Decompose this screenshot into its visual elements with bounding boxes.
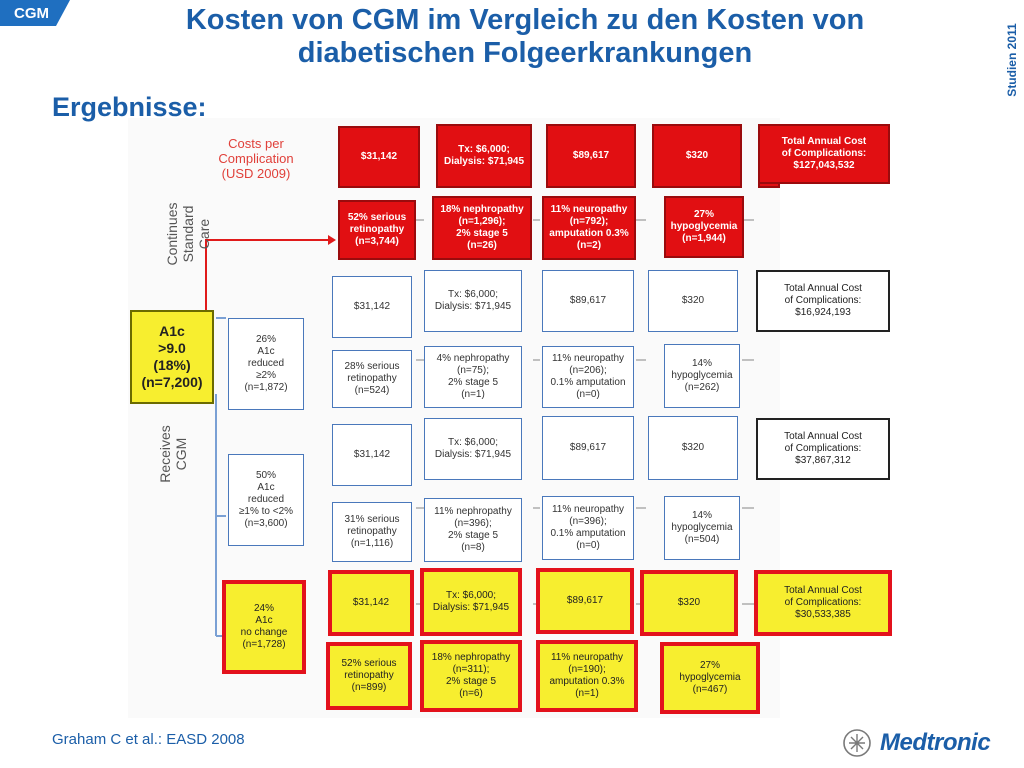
g3-outcome-nephropathy: 18% nephropathy (n=311); 2% stage 5 (n=6… xyxy=(420,640,522,712)
cgm-tag: CGM xyxy=(0,0,70,26)
g3-outcome-neuropathy: 11% neuropathy (n=190); amputation 0.3% … xyxy=(536,640,638,712)
cgm-group-no-change: 24% A1c no change (n=1,728) xyxy=(222,580,306,674)
medtronic-logo: Medtronic xyxy=(840,728,991,758)
cgm-group-reduced-1-2pct: 50% A1c reduced ≥1% to <2% (n=3,600) xyxy=(228,454,304,546)
g3-outcome-retinopathy: 52% serious retinopathy (n=899) xyxy=(326,642,412,710)
g3-cost-nephropathy: Tx: $6,000; Dialysis: $71,945 xyxy=(420,568,522,636)
label-receives-cgm: Receives CGM xyxy=(157,425,189,483)
g1-cost-retinopathy: $31,142 xyxy=(332,276,412,338)
label-standard-care: Continues Standard Care xyxy=(164,202,212,266)
g1-outcome-hypoglycemia: 14% hypoglycemia (n=262) xyxy=(664,344,740,408)
g2-outcome-neuropathy: 11% neuropathy (n=396); 0.1% amputation … xyxy=(542,496,634,560)
side-label: Studien 2011 xyxy=(1002,12,1022,108)
logo-text: Medtronic xyxy=(880,729,991,756)
g1-outcome-retinopathy: 28% serious retinopathy (n=524) xyxy=(332,350,412,408)
std-cost-retinopathy: $31,142 xyxy=(338,126,420,188)
g1-outcome-nephropathy: 4% nephropathy (n=75); 2% stage 5 (n=1) xyxy=(424,346,522,408)
g1-cost-nephropathy: Tx: $6,000; Dialysis: $71,945 xyxy=(424,270,522,332)
std-outcome-neuropathy: 11% neuropathy (n=792); amputation 0.3% … xyxy=(542,196,636,260)
g2-total-box: Total Annual Cost of Complications: $37,… xyxy=(756,418,890,480)
g1-outcome-neuropathy: 11% neuropathy (n=206); 0.1% amputation … xyxy=(542,346,634,408)
g2-cost-retinopathy: $31,142 xyxy=(332,424,412,486)
side-label-text: Studien 2011 xyxy=(1005,23,1019,97)
g2-cost-hypoglycemia: $320 xyxy=(648,416,738,480)
slide-title: Kosten von CGM im Vergleich zu den Koste… xyxy=(185,4,865,69)
connector-lines xyxy=(205,219,754,637)
g2-cost-nephropathy: Tx: $6,000; Dialysis: $71,945 xyxy=(424,418,522,480)
std-outcome-nephropathy: 18% nephropathy (n=1,296); 2% stage 5 (n… xyxy=(432,196,532,260)
g2-outcome-hypoglycemia: 14% hypoglycemia (n=504) xyxy=(664,496,740,560)
std-cost-nephropathy: Tx: $6,000; Dialysis: $71,945 xyxy=(436,124,532,188)
g1-cost-hypoglycemia: $320 xyxy=(648,270,738,332)
g3-cost-retinopathy: $31,142 xyxy=(328,570,414,636)
g3-outcome-hypoglycemia: 27% hypoglycemia (n=467) xyxy=(660,642,760,714)
g3-cost-neuropathy: $89,617 xyxy=(536,568,634,634)
std-total-box: Total Annual Cost of Complications: $127… xyxy=(758,124,890,184)
section-heading: Ergebnisse: xyxy=(52,92,207,122)
std-cost-neuropathy: $89,617 xyxy=(546,124,636,188)
g2-cost-neuropathy: $89,617 xyxy=(542,416,634,480)
citation: Graham C et al.: EASD 2008 xyxy=(52,731,245,748)
cost-flow-diagram: Costs per Complication (USD 2009) Contin… xyxy=(128,118,780,718)
g1-cost-neuropathy: $89,617 xyxy=(542,270,634,332)
g2-outcome-retinopathy: 31% serious retinopathy (n=1,116) xyxy=(332,502,412,562)
g3-cost-hypoglycemia: $320 xyxy=(640,570,738,636)
g1-total-box: Total Annual Cost of Complications: $16,… xyxy=(756,270,890,332)
std-cost-hypoglycemia: $320 xyxy=(652,124,742,188)
cgm-group-reduced-2pct: 26% A1c reduced ≥2% (n=1,872) xyxy=(228,318,304,410)
medtronic-emblem-icon xyxy=(843,729,871,757)
g3-total-box: Total Annual Cost of Complications: $30,… xyxy=(754,570,892,636)
g2-outcome-nephropathy: 11% nephropathy (n=396); 2% stage 5 (n=8… xyxy=(424,498,522,562)
std-outcome-hypoglycemia: 27% hypoglycemia (n=1,944) xyxy=(664,196,744,258)
std-outcome-retinopathy: 52% serious retinopathy (n=3,744) xyxy=(338,200,416,260)
costs-legend: Costs per Complication (USD 2009) xyxy=(218,136,294,181)
a1c-population-box: A1c >9.0 (18%) (n=7,200) xyxy=(130,310,214,404)
